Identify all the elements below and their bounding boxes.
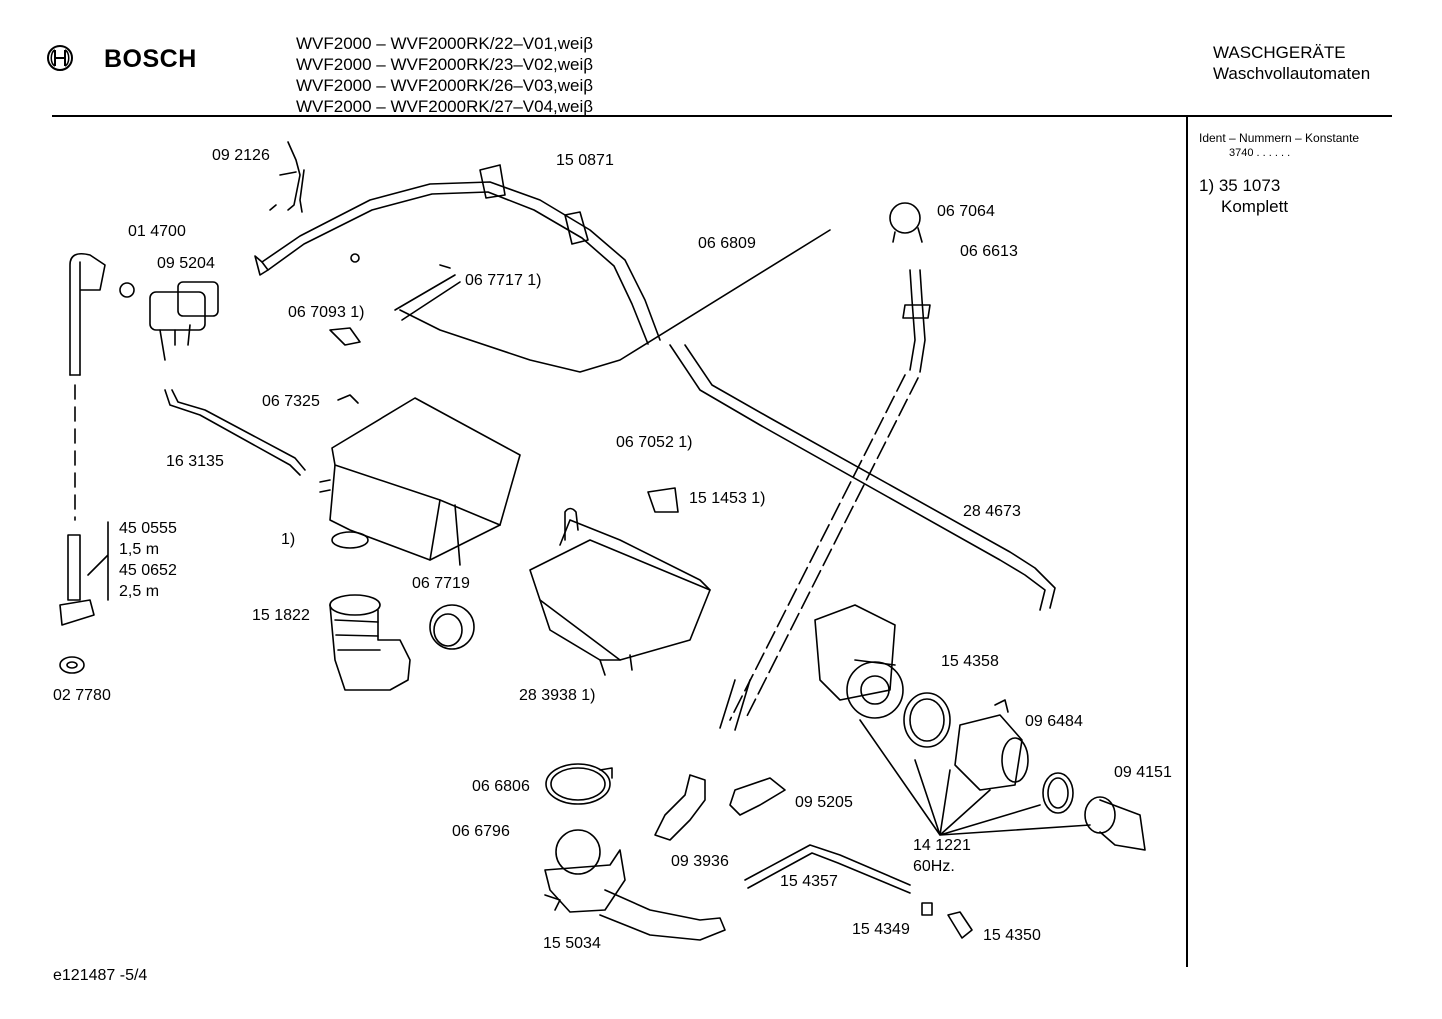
overflow-tube-shape <box>744 844 911 894</box>
seal-ring-shape <box>429 604 475 650</box>
inlet-elbow-shape <box>69 252 106 376</box>
category-subtitle: Waschvollautomaten <box>1213 64 1371 83</box>
part-label: 06 7052 1) <box>616 434 693 451</box>
bellows-shape <box>329 594 411 691</box>
part-label: 09 3936 <box>671 853 729 870</box>
part-label: 15 4357 <box>780 873 838 890</box>
bosch-logo-icon <box>47 45 73 71</box>
part-label: 09 5204 <box>157 255 215 272</box>
footnote-block: 1) 35 1073 Komplett <box>1199 175 1288 217</box>
part-label: 15 4350 <box>983 927 1041 944</box>
ident-value: 3740 . . . . . . <box>1229 147 1291 159</box>
footnote-number: 1) 35 1073 <box>1199 176 1281 195</box>
inlet-valve-shape <box>119 281 219 361</box>
part-label: 06 7064 <box>937 203 995 220</box>
model-line: WVF2000 – WVF2000RK/26–V03,weiβ <box>296 76 594 95</box>
model-line: WVF2000 – WVF2000RK/23–V02,weiβ <box>296 55 594 74</box>
pump-housing-shape <box>954 699 1029 791</box>
pump-hose-shape <box>654 774 706 841</box>
part-label: 14 1221 <box>913 837 971 854</box>
part-label: 45 0555 <box>119 520 177 537</box>
footnote-text: Komplett <box>1221 197 1289 216</box>
part-label: 28 4673 <box>963 503 1021 520</box>
part-label: 06 6806 <box>472 778 530 795</box>
part-label: 15 1822 <box>252 607 310 624</box>
part-label: 15 4349 <box>852 921 910 938</box>
hose-clip-shape <box>269 141 305 213</box>
seal-ring-shape <box>1042 772 1074 814</box>
part-label: 06 7325 <box>262 393 320 410</box>
level-tube-shape <box>719 679 751 731</box>
part-label: 2,5 m <box>119 583 160 600</box>
part-label: 02 7780 <box>53 687 111 704</box>
part-label: 06 6796 <box>452 823 510 840</box>
part-label: 60Hz. <box>913 858 955 875</box>
part-label: 1) <box>281 531 296 548</box>
o-ring-shape <box>903 692 951 748</box>
clamp-ring-shape <box>545 763 613 805</box>
part-label: 09 2126 <box>212 147 270 164</box>
hose-end-shape <box>59 534 95 626</box>
drawing-id: e121487 -5/4 <box>53 967 148 984</box>
ident-heading: Ident – Nummern – Konstante <box>1199 131 1360 145</box>
part-label: 16 3135 <box>166 453 224 470</box>
part-label: 06 6613 <box>960 243 1018 260</box>
filter-cap-shape <box>1084 796 1146 851</box>
model-line: WVF2000 – WVF2000RK/22–V01,weiβ <box>296 34 594 53</box>
part-label: 15 1453 1) <box>689 490 766 507</box>
category-block: WASCHGERÄTE Waschvollautomaten <box>1213 42 1370 84</box>
pressure-switch-shape <box>889 202 923 243</box>
part-label: 01 4700 <box>128 223 186 240</box>
part-label: 09 5205 <box>795 794 853 811</box>
exploded-parts-diagram <box>59 141 1146 941</box>
part-label: 09 6484 <box>1025 713 1083 730</box>
part-label: 06 6809 <box>698 235 756 252</box>
inlet-hose-shape <box>254 164 661 345</box>
drain-hose-shape <box>669 344 1056 611</box>
drain-pump-shape <box>814 604 904 719</box>
detergent-drawer-shape <box>529 519 711 676</box>
part-label: 1,5 m <box>119 541 160 558</box>
part-label: 06 7093 1) <box>288 304 365 321</box>
part-label: 06 7719 <box>412 575 470 592</box>
brand-name: BOSCH <box>104 45 197 73</box>
part-label: 15 5034 <box>543 935 601 952</box>
part-label: 09 4151 <box>1114 764 1172 781</box>
part-label: 15 4358 <box>941 653 999 670</box>
sensor-clip-shape <box>729 777 786 816</box>
part-label: 45 0652 <box>119 562 177 579</box>
part-label: 28 3938 1) <box>519 687 596 704</box>
detergent-housing-shape <box>319 397 521 566</box>
category-title: WASCHGERÄTE <box>1213 43 1346 62</box>
part-label: 15 0871 <box>556 152 614 169</box>
part-label: 06 7717 1) <box>465 272 542 289</box>
header-rule <box>52 115 1392 117</box>
sidebar-divider <box>1186 117 1188 967</box>
model-line: WVF2000 – WVF2000RK/27–V04,weiβ <box>296 97 594 116</box>
ball-valve-shape <box>544 829 726 941</box>
vent-hose-shape <box>164 389 306 476</box>
washer-seal-shape <box>59 656 85 674</box>
flap-shape <box>647 487 679 513</box>
model-list: WVF2000 – WVF2000RK/22–V01,weiβ WVF2000 … <box>296 33 593 117</box>
cable-shape <box>399 229 831 373</box>
